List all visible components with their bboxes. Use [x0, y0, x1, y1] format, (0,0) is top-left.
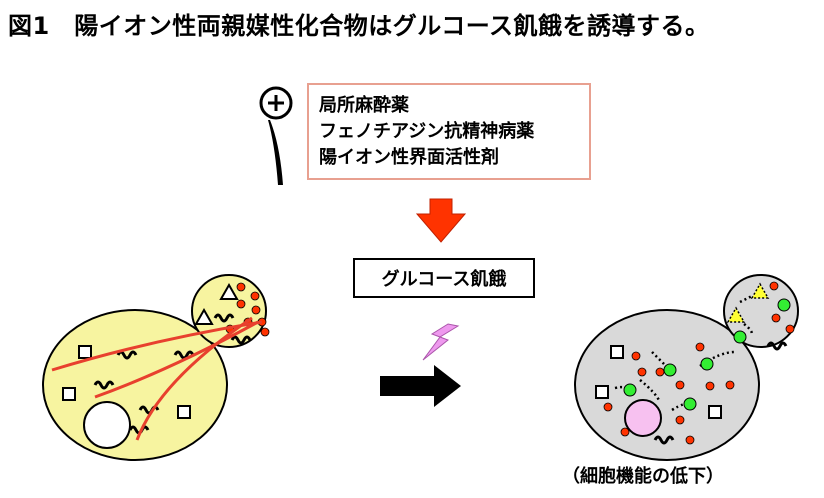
- effect-label-box: グルコース飢餓: [353, 258, 535, 298]
- cationic-amphiphile-icon: [259, 86, 293, 185]
- green-dots: [623, 298, 791, 411]
- vacuole: [83, 401, 131, 449]
- figure-title: 図1 陽イオン性両親媒性化合物はグルコース飢餓を誘導する。: [8, 12, 710, 40]
- red-dots: [603, 281, 795, 445]
- lightning-icon: [422, 323, 460, 361]
- vacuole: [624, 399, 662, 437]
- triangle-marker: [219, 282, 239, 300]
- compound-item: 陽イオン性界面活性剤: [319, 147, 499, 168]
- compound-item: フェノチアジン抗精神病薬: [319, 121, 535, 142]
- square-marker: [62, 387, 76, 401]
- starved-cell: [574, 274, 799, 461]
- square-marker: [78, 345, 92, 359]
- down-arrow-icon: [415, 198, 467, 243]
- square-marker: [595, 385, 609, 399]
- wavy-lines: [653, 341, 788, 445]
- triangle-marker: [750, 282, 770, 299]
- healthy-cell: [42, 274, 270, 461]
- compound-list-box: 局所麻酔薬 フェノチアジン抗精神病薬 陽イオン性界面活性剤: [307, 83, 591, 180]
- square-marker: [610, 345, 624, 359]
- square-marker: [708, 405, 722, 419]
- effect-label: グルコース飢餓: [381, 269, 507, 290]
- triangle-marker: [194, 307, 214, 325]
- result-caption: （細胞機能の低下）: [562, 466, 724, 487]
- membrane-lines: [51, 316, 263, 441]
- triangle-marker: [726, 306, 746, 323]
- compound-item: 局所麻酔薬: [319, 95, 409, 116]
- square-marker: [177, 405, 191, 419]
- right-arrow-icon: [380, 365, 461, 407]
